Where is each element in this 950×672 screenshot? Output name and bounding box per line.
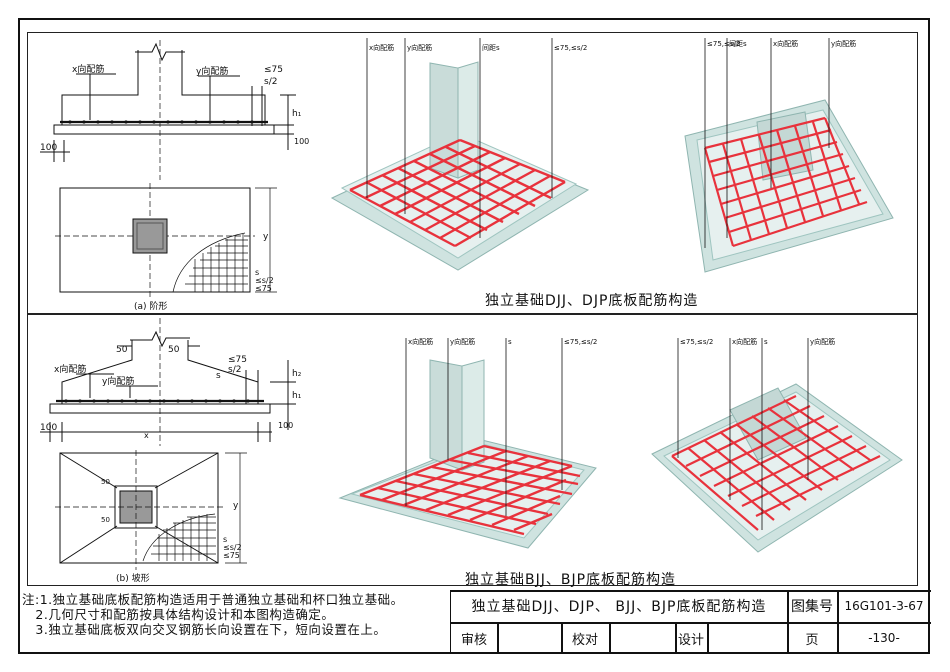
bsec-y-label: y向配筋 [102,375,134,387]
section-s2: s/2 [264,77,277,87]
iso-tl-l3: 间距s [482,44,500,52]
bplan-s: s [223,535,227,544]
top-plan-view: y s ≤s/2 ≤75 [55,183,277,298]
iso-tr-l4: y向配筋 [831,39,856,48]
top-iso-right: ≤75,≤s/2 间距s x向配筋 y向配筋 [684,38,894,273]
iso-br-l1: ≤75,≤s/2 [680,338,713,346]
check-label: 校对 [571,632,598,648]
iso-tr-l2: 间距s [729,40,747,48]
bsec-100-left: 100 [40,423,57,433]
notes: 注:1.独立基础底板配筋构造适用于普通独立基础和杯口独立基础。 2.几何尺寸和配… [22,592,404,637]
iso-br-l4: y向配筋 [810,337,835,346]
bottom-panel [27,314,918,586]
bsec-50-left: 50 [116,345,128,355]
bottom-iso-left: x向配筋 y向配筋 s ≤75,≤s/2 [338,337,597,549]
bsec-h1: h₁ [292,391,302,401]
page-number: -130- [868,631,900,645]
atlas-label: 图集号 [791,599,833,615]
note-2: 2.几何尺寸和配筋按具体结构设计和本图构造确定。 [22,607,335,622]
plan-s: s [255,268,259,277]
iso-bl-l3: s [508,338,512,346]
bottom-plan-view: y s ≤s/2 ≤75 50 50 [55,450,247,570]
note-3: 3.独立基础底板双向交叉钢筋长向设置在下，短向设置在上。 [22,622,387,637]
bsec-100-right: 100 [278,421,293,430]
bsec-s2: s/2 [228,365,241,375]
atlas-number: 16G101-3-67 [844,599,924,613]
iso-br-l3: s [764,338,768,346]
plan-y: y [263,232,269,242]
top-panel [27,32,918,314]
page-label: 页 [805,632,819,648]
iso-tr-l1: ≤75,≤s/2 [707,40,740,48]
iso-tl-l1: x向配筋 [369,43,394,52]
section-100-left: 100 [40,143,57,153]
bplan-y: y [233,501,239,511]
bplan-le75: ≤75 [223,551,240,560]
bplan-50a: 50 [101,478,110,486]
bottom-section-view: 50 50 x向配筋 y向配筋 ≤75 s/2 s h₂ h₁ 100 100 … [40,318,302,446]
bplan-50b: 50 [101,516,110,524]
iso-tr-l3: x向配筋 [773,39,798,48]
bsec-le75: ≤75 [228,355,247,365]
iso-bl-l2: y向配筋 [450,337,475,346]
iso-tl-l2: y向配筋 [407,43,432,52]
section-h1: h₁ [292,109,302,119]
iso-bl-l1: x向配筋 [408,337,433,346]
top-sub-caption: (a) 阶形 [134,302,168,312]
title-block-title: 独立基础DJJ、DJP、 BJJ、BJP底板配筋构造 [471,599,767,615]
iso-tl-l4: ≤75,≤s/2 [554,44,587,52]
bsec-50-right: 50 [168,345,180,355]
bottom-iso-right: ≤75,≤s/2 x向配筋 s y向配筋 [651,337,903,553]
plan-s2: ≤s/2 [255,276,274,285]
top-caption: 独立基础DJJ、DJP底板配筋构造 [485,293,699,309]
review-label: 审核 [460,632,487,648]
section-x-label: x向配筋 [72,63,104,75]
note-1: 注:1.独立基础底板配筋构造适用于普通独立基础和杯口独立基础。 [22,592,404,607]
bsec-x-label: x向配筋 [54,363,86,375]
bottom-sub-caption: (b) 坡形 [116,574,150,584]
plan-le75: ≤75 [255,284,272,293]
iso-bl-l4: ≤75,≤s/2 [564,338,597,346]
bplan-s2: ≤s/2 [223,543,242,552]
bsec-s: s [216,371,221,381]
top-section-view: x向配筋 y向配筋 ≤75 s/2 h₁ 100 100 [40,40,309,180]
bottom-caption: 独立基础BJJ、BJP底板配筋构造 [465,572,677,588]
bsec-x: x [144,431,149,440]
bsec-h2: h₂ [292,369,302,379]
iso-br-l2: x向配筋 [732,337,757,346]
top-iso-left: x向配筋 y向配筋 间距s ≤75,≤s/2 [330,38,590,271]
section-le75: ≤75 [264,65,283,75]
design-label: 设计 [677,632,704,648]
drawing-frame [18,18,930,654]
title-block: 独立基础DJJ、DJP、 BJJ、BJP底板配筋构造 图集号 16G101-3-… [450,590,931,654]
section-100-right: 100 [294,137,309,146]
section-y-label: y向配筋 [196,65,228,77]
